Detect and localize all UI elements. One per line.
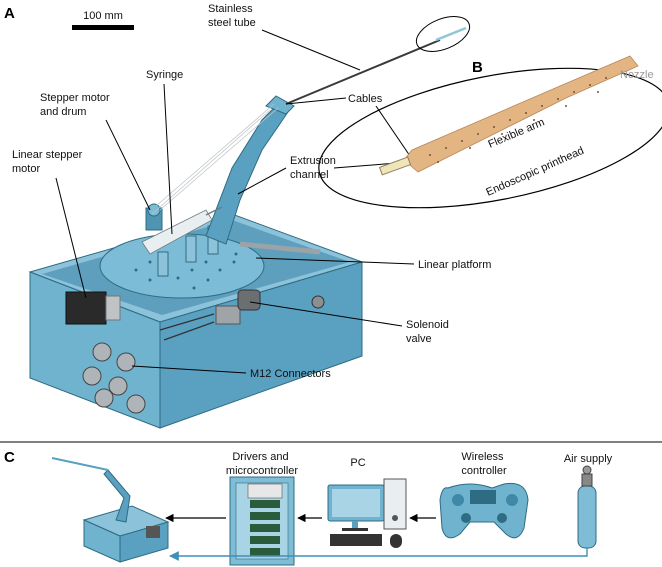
scale-bar-label: 100 mm (83, 10, 123, 22)
tube-tip (435, 26, 467, 42)
post-3 (157, 251, 169, 277)
panel-c-letter: C (4, 449, 15, 466)
printer-device (28, 26, 467, 429)
linear-stepper-motor (65, 291, 121, 325)
label-endoscopic-printhead: Endoscopic printhead (484, 145, 586, 199)
panel-a-letter: A (4, 5, 15, 22)
printhead-ellipse (318, 67, 662, 209)
leader-solenoid (249, 301, 403, 327)
tube-tip-highlight (415, 16, 471, 52)
label-solenoid-line2: valve (406, 333, 432, 345)
leader-linear-stepper (55, 177, 87, 299)
label-stainless-tube-line2: steel tube (208, 17, 256, 29)
label-stepper-drum: Stepper motor and drum (40, 92, 113, 118)
printhead-base (378, 156, 412, 176)
solenoid-valve (215, 289, 261, 325)
label-stainless-tube-line1: Stainless (208, 3, 253, 15)
m12-connectors (82, 342, 146, 414)
leader-cables-a (285, 97, 347, 105)
label-extrusion-channel: Extrusion channel (290, 155, 339, 181)
label-solenoid-line1: Solenoid (406, 319, 449, 331)
label-stepper-line1: Stepper motor (40, 92, 110, 104)
leader-extrusion (237, 167, 287, 195)
label-pc: PC (350, 457, 365, 469)
drivers-cabinet (229, 476, 295, 566)
label-wireless: Wireless controller (461, 451, 507, 477)
post-1 (185, 235, 197, 263)
leader-m12 (131, 365, 247, 374)
label-stainless-tube: Stainless steel tube (208, 3, 256, 29)
label-extrusion-line1: Extrusion (290, 155, 336, 167)
leader-syringe (163, 83, 173, 235)
stainless-tube (285, 39, 441, 105)
flexible-arm (403, 55, 639, 173)
cable-lines (151, 103, 279, 215)
pc (327, 478, 407, 548)
linear-platform-plate (99, 233, 265, 299)
leader-stepper-drum (105, 119, 151, 211)
label-m12: M12 Connectors (250, 368, 331, 380)
leader-stainless-tube (261, 29, 361, 71)
label-linear-stepper-line1: Linear stepper (12, 149, 83, 161)
side-fitting (311, 295, 325, 309)
label-drivers-line1: Drivers and (232, 451, 288, 463)
label-linear-stepper: Linear stepper motor (12, 149, 85, 175)
panel-b-letter: B (472, 59, 483, 76)
scale-bar: 100 mm (72, 10, 134, 30)
label-nozzle: Nozzle (620, 69, 654, 81)
device-thumbnail (51, 457, 170, 563)
panel-b-printhead (318, 55, 662, 209)
label-cables: Cables (348, 93, 383, 105)
label-wireless-line2: controller (461, 465, 507, 477)
label-linear-platform: Linear platform (418, 259, 491, 271)
label-wireless-line1: Wireless (461, 451, 504, 463)
label-air-supply: Air supply (564, 453, 613, 465)
leader-linear-platform (255, 257, 415, 265)
label-drivers: Drivers and microcontroller (226, 451, 298, 477)
label-linear-stepper-line2: motor (12, 163, 40, 175)
label-extrusion-line2: channel (290, 169, 329, 181)
label-drivers-line2: microcontroller (226, 465, 298, 477)
enclosure-right-face (159, 261, 363, 429)
wireless-controller (439, 482, 529, 539)
syringe (141, 206, 223, 255)
label-solenoid-valve: Solenoid valve (406, 319, 452, 345)
air-supply-line (169, 548, 588, 561)
label-stepper-line2: and drum (40, 106, 86, 118)
internal-parts (159, 313, 215, 341)
arm-holes (429, 77, 607, 163)
label-syringe: Syringe (146, 69, 183, 81)
leader-cables-b (375, 105, 411, 157)
air-cylinder (577, 465, 597, 549)
linear-rail (239, 241, 321, 255)
arm-top (265, 95, 295, 115)
